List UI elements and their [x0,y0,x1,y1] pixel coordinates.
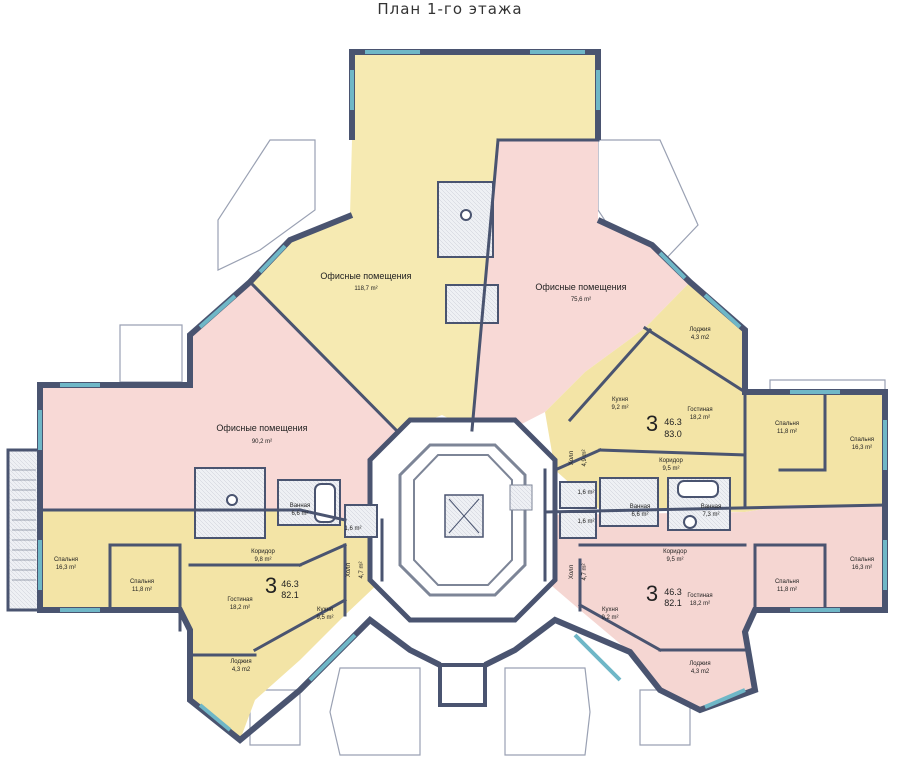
apt-tr-loggia: Лоджия [689,327,710,333]
apt-br-area-bottom: 82.1 [664,598,682,608]
apt-bl-loggia-area: 4,3 m2 [232,667,251,673]
apt-bl-bath-area: 6,6 m² [291,511,308,517]
apt-br-hall-area: 4,7 m² [582,563,588,580]
apt-br-loggia: Лоджия [689,661,710,667]
apartment-bl-labels: Ванная 6,6 m² 1,6 m² Спальня 16,3 m² Спа… [54,503,365,673]
apt-tr-bath1: Ванная [630,504,651,510]
apt-bl-bath: Ванная [290,503,311,509]
apt-tr-area-top: 46.3 [664,417,682,427]
office-top-right-room [472,140,690,430]
stair-core [509,484,533,511]
apt-bl-kitchen-area: 9,5 m² [316,615,333,621]
apt-bl-hall-area: 4,7 m² [359,561,365,578]
apt-tr-bath1-area: 6,6 m² [631,512,648,518]
office-top-area: 118,7 m² [354,286,377,292]
apt-br-living-area: 18,2 m² [690,601,710,607]
apt-tr-kitchen: Кухня [612,397,628,403]
apt-bl-bed1-area: 11,8 m² [132,587,152,593]
office-top-right-area: 75,6 m² [571,297,591,303]
balcony-bottom-mid-right [504,667,591,756]
apt-bl-hall: Холл [346,562,352,577]
apt-tr-bed2-area: 16,3 m² [852,445,872,451]
apt-tr-living-area: 18,2 m² [690,415,710,421]
apt-bl-living-area: 18,2 m² [230,605,250,611]
wet-rooms [194,181,731,539]
apt-br-wc [559,511,597,539]
apt-tr-area-bottom: 83.0 [664,429,682,439]
apt-tr-bath2: Ванная [701,504,722,510]
apt-br-bed2: Спальня [850,557,874,563]
apt-tr-hall: Холл [569,450,575,465]
apartment-tr-labels: Лоджия 4,3 m2 Кухня 9,2 m² 3 46.3 83.0 Г… [569,327,874,518]
apt-br-corridor-area: 9,5 m² [666,557,683,563]
apt-br-bed1-area: 11,8 m² [777,587,797,593]
balcony-left [119,324,183,383]
apt-br-bed1: Спальня [775,579,799,585]
apt-bl-bed2: Спальня [54,557,78,563]
apt-br-loggia-area: 4,3 m2 [691,669,710,675]
apt-tr-wc: 1,6 m² [577,490,594,496]
apt-bl-corridor-area: 9,8 m² [254,557,271,563]
apt-tr-bed1-area: 11,8 m² [777,429,797,435]
apartment-bottom-right [545,505,885,710]
apt-br-corridor: Коридор [663,549,687,555]
balcony-top-left [217,139,316,271]
windows [38,50,887,732]
apt-bl-corridor: Коридор [251,549,275,555]
apt-tr-bed1: Спальня [775,421,799,427]
entrance-vestibule [438,663,487,707]
apt-tr-bath1 [599,477,659,527]
apt-tr-bed2: Спальня [850,437,874,443]
apt-tr-wc [559,481,597,509]
office-top-right-name: Офисные помещения [535,282,626,292]
apt-bl-wc [344,504,378,538]
apt-br-hall: Холл [569,564,575,579]
apartment-br-labels: 1,6 m² Коридор 9,5 m² Холл 4,7 m² 3 46.3… [569,519,874,675]
apt-br-kitchen-area: 9,2 m² [601,615,618,621]
apt-tr-living: Гостиная [687,407,712,413]
apartment-top-right [545,282,885,512]
office-top-room [250,52,598,432]
apt-tr-rooms: 3 [646,411,658,436]
apt-br-bed2-area: 16,3 m² [852,565,872,571]
balcony-bottom-mid-left [329,667,421,756]
apt-tr-hall-area: 4,9 m² [582,449,588,466]
apt-bl-loggia: Лоджия [230,659,251,665]
apt-bl-kitchen: Кухня [317,607,333,613]
apt-br-wc: 1,6 m² [577,519,594,525]
apt-tr-corridor-area: 9,5 m² [662,466,679,472]
apt-br-living: Гостиная [687,593,712,599]
apt-tr-bath2-area: 7,3 m² [702,512,719,518]
apt-tr-corridor: Коридор [659,458,683,464]
interior-walls [38,138,887,657]
office-left-area: 90,2 m² [252,439,272,445]
central-core [367,417,558,707]
apt-br-rooms: 3 [646,581,658,606]
apt-bl-bed1: Спальня [130,579,154,585]
office-labels: Офисные помещения 118,7 m² Офисные помещ… [216,271,626,445]
apt-tr-kitchen-area: 9,2 m² [611,405,628,411]
left-staircase [6,448,42,612]
apt-bl-wc: 1,6 m² [344,526,361,532]
apt-bl-bed2-area: 16,3 m² [56,565,76,571]
apt-bl-area-top: 46.3 [281,579,299,589]
balconies [119,139,886,756]
office-left-name: Офисные помещения [216,423,307,433]
apartment-areas [40,282,885,740]
apt-br-area-top: 46.3 [664,587,682,597]
office-top-name: Офисные помещения [320,271,411,281]
office-top-wc-lower [445,284,499,324]
apt-tr-loggia-area: 4,3 m2 [691,335,710,341]
apartment-bottom-left [40,510,382,740]
apt-bl-living: Гостиная [227,597,252,603]
page-title: План 1-го этажа [377,0,523,18]
apt-bl-rooms: 3 [265,573,277,598]
apt-br-kitchen: Кухня [602,607,618,613]
apt-bl-area-bottom: 82.1 [281,590,299,600]
